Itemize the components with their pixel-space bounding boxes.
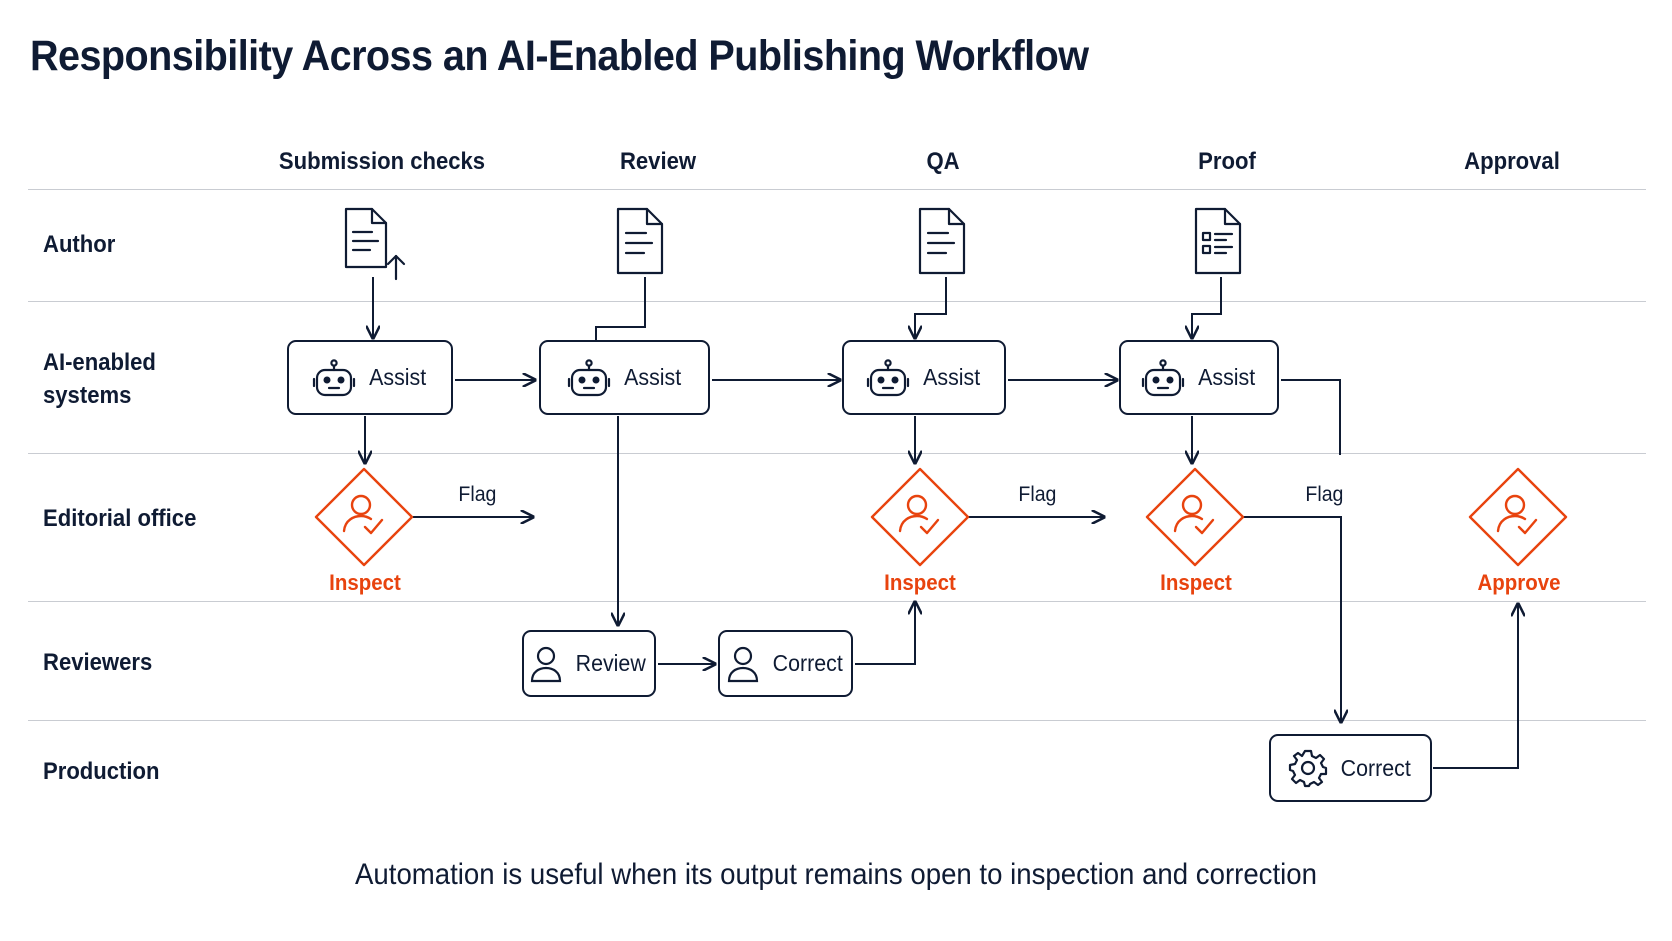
inspect-label: Inspect [329,570,401,595]
inspect-diamond-qa[interactable] [870,467,970,567]
correct-label: Correct [772,650,843,676]
assist-label: Assist [369,364,427,390]
correct-box-reviewers[interactable]: Correct [718,630,853,697]
lane-divider [28,601,1646,602]
person-icon [726,645,760,683]
document-icon [918,207,966,275]
flag-label: Flag [1018,483,1057,506]
flag-label: Flag [1305,483,1344,506]
inspect-label: Inspect [884,570,956,595]
column-header-submission-checks: Submission checks [278,148,486,175]
person-check-icon [870,467,970,567]
assist-box-proof[interactable]: Assist [1119,340,1279,415]
person-check-icon [1468,467,1568,567]
lane-divider [28,720,1646,721]
person-check-icon [314,467,414,567]
lane-divider [28,453,1646,454]
assist-label: Assist [923,364,981,390]
review-label: Review [575,650,647,676]
column-header-approval: Approval [1464,148,1560,175]
column-header-review: Review [619,148,697,175]
page-title: Responsibility Across an AI-Enabled Publ… [30,32,1089,80]
lane-label-ai-line1: AI-enabled [43,349,156,376]
document-list-icon [1194,207,1242,275]
lane-label-reviewers: Reviewers [43,649,153,676]
approve-diamond[interactable] [1468,467,1568,567]
assist-box-review[interactable]: Assist [539,340,710,415]
lane-label-editorial-office: Editorial office [43,505,197,532]
assist-box-submission[interactable]: Assist [287,340,453,415]
approve-label: Approve [1477,570,1561,595]
document-icon [616,207,664,275]
gear-icon [1288,748,1328,788]
lane-divider [28,189,1646,190]
assist-label: Assist [1198,364,1256,390]
assist-box-qa[interactable]: Assist [842,340,1006,415]
review-box[interactable]: Review [522,630,656,697]
person-icon [529,645,563,683]
inspect-diamond-proof[interactable] [1145,467,1245,567]
robot-icon [311,358,357,398]
lane-label-author: Author [43,231,116,258]
inspect-diamond-submission[interactable] [314,467,414,567]
column-header-proof: Proof [1198,148,1256,175]
lane-label-ai-line2: systems [43,382,132,409]
lane-divider [28,301,1646,302]
robot-icon [566,358,612,398]
inspect-label: Inspect [1160,570,1232,595]
column-header-qa: QA [926,148,960,175]
document-upload-icon [344,207,406,281]
correct-label: Correct [1340,754,1411,781]
lane-label-ai-systems: AI-enabled systems [43,346,156,412]
person-check-icon [1145,467,1245,567]
robot-icon [865,358,911,398]
flag-label: Flag [458,483,497,506]
footer-caption: Automation is useful when its output rem… [355,858,1317,891]
lane-label-production: Production [43,758,160,785]
assist-label: Assist [623,364,682,390]
correct-box-production[interactable]: Correct [1269,734,1432,802]
robot-icon [1140,358,1186,398]
